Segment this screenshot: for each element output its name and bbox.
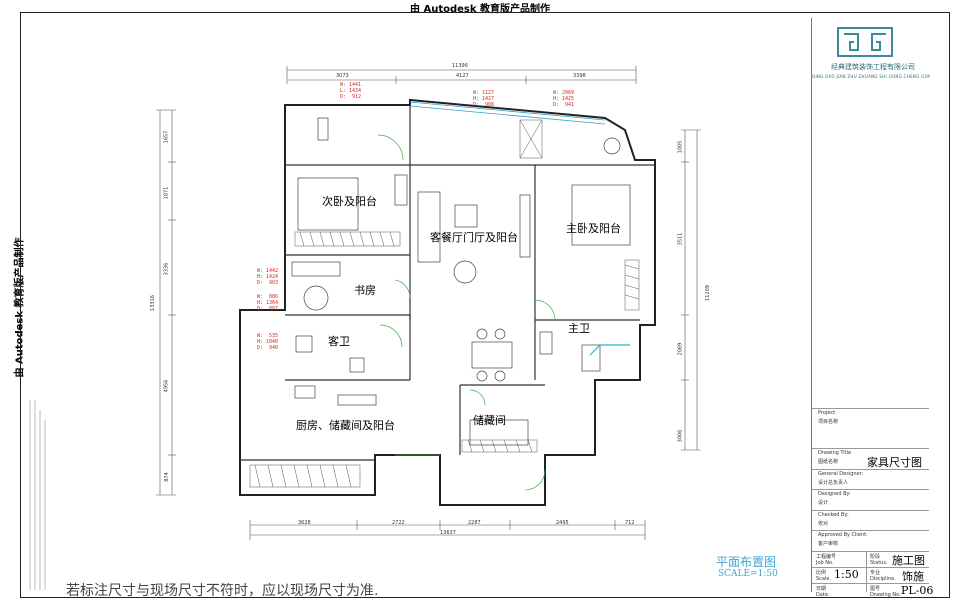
size-callout-f: W: 535 H: 1040 D: 940 <box>257 333 279 351</box>
dim-bottom-3: 2287 <box>468 520 481 526</box>
room-study: 书房 <box>354 284 376 297</box>
tb-drawing-no-value: PL-06 <box>901 584 934 597</box>
title-block: Project: 项目名称 Drawing Title 图纸名称 家具尺寸图 G… <box>811 18 933 598</box>
dim-bottom-1: 3628 <box>298 520 311 526</box>
dim-top-1: 3073 <box>336 73 349 79</box>
size-callout-c: W: 2069 H: 1425 D: 941 <box>553 90 575 108</box>
size-callout-a: W: 1441 L: 1434 D: 912 <box>340 82 362 100</box>
dim-bottom-2: 2722 <box>392 520 405 526</box>
room-storage: 储藏间 <box>473 414 506 427</box>
dim-left-4: 4956 <box>163 379 170 393</box>
dim-right-3: 2069 <box>677 342 684 356</box>
room-second-bedroom: 次卧及阳台 <box>322 195 377 208</box>
tb-date-label: 日期 Date. <box>816 586 830 598</box>
tb-drawing-title-label: Drawing Title <box>818 450 852 456</box>
room-kitchen: 厨房、储藏间及阳台 <box>296 419 395 432</box>
size-callout-b: W: 1127 H: 1427 D: 908 <box>473 90 495 108</box>
dim-right-total: 11209 <box>704 285 711 301</box>
tb-status-label: 阶段 Status. <box>870 554 888 566</box>
room-master-bath: 主卫 <box>568 322 590 335</box>
room-master-bedroom: 主卧及阳台 <box>566 222 621 235</box>
tb-scale-label: 比例 Scale. <box>816 570 832 582</box>
room-guest-bath: 客卫 <box>328 335 350 348</box>
tb-discipline-value: 饰施 <box>902 570 924 583</box>
dim-right-2: 3511 <box>677 232 684 246</box>
tb-designed-sub: 设计 <box>818 500 829 506</box>
tb-drawing-no-label: 图号 Drawing No. <box>870 586 901 598</box>
plan-scale: SCALE=1:50 <box>718 569 778 579</box>
site-dimension-note: 若标注尺寸与现场尺寸不符时，应以现场尺寸为准. <box>66 583 379 599</box>
watermark-top: 由 Autodesk 教育版产品制作 <box>409 4 550 15</box>
tb-designer-sub: 设计总负责人 <box>818 480 849 486</box>
plan-title: 平面布置图 <box>716 555 777 569</box>
dim-top-total: 11396 <box>452 63 468 69</box>
tb-designed-label: Designed By: <box>818 491 851 497</box>
tb-job-label: 工程编号 Job No. <box>816 554 837 566</box>
tb-project-label: Project: <box>818 410 837 416</box>
size-callout-d: W: 1442 H: 1424 D: 903 <box>257 268 279 286</box>
tb-drawing-title: 家具尺寸图 <box>867 456 922 469</box>
company-logo <box>837 27 893 57</box>
dim-left-3: 3336 <box>163 262 170 276</box>
dim-left-total: 13316 <box>149 295 156 311</box>
dim-top-3: 3398 <box>573 73 586 79</box>
tb-designer-label: General Designer: <box>818 471 864 477</box>
dim-left-1: 1657 <box>163 130 170 144</box>
company-name-en: QING DAO JIAN ZHU ZHUANG SHI GONG CHENG … <box>812 74 930 79</box>
notes-column <box>29 400 46 590</box>
tb-scale-value: 1:50 <box>834 568 859 581</box>
dim-top-2: 4127 <box>456 73 469 79</box>
dim-right-4: 3006 <box>677 429 684 443</box>
tb-checked-sub: 校对 <box>818 521 829 527</box>
tb-approved-sub: 客户审核 <box>818 541 839 547</box>
tb-drawing-title-sub: 图纸名称 <box>818 459 839 465</box>
dim-right-1: 1005 <box>677 140 684 154</box>
tb-approved-label: Approved By Client: <box>818 532 868 538</box>
tb-checked-label: Checked By: <box>818 512 849 518</box>
tb-status-value: 施工图 <box>892 554 925 567</box>
company-name: 经典建筑装饰工程有限公司 <box>831 63 915 71</box>
dim-left-5: 874 <box>163 472 170 482</box>
dim-bottom-5: 712 <box>625 520 635 526</box>
tb-project-value: 项目名称 <box>818 419 839 425</box>
tb-discipline-label: 专业 Discipline. <box>870 570 896 582</box>
room-living: 客餐厅门厅及阳台 <box>430 231 518 244</box>
dim-left-2: 1871 <box>163 186 170 200</box>
size-callout-e: W: 886 H: 1364 D: 887 <box>257 294 279 312</box>
dim-bottom-4: 2495 <box>556 520 569 526</box>
dim-bottom-total: 13637 <box>440 530 456 536</box>
drawing-sheet <box>20 12 950 598</box>
